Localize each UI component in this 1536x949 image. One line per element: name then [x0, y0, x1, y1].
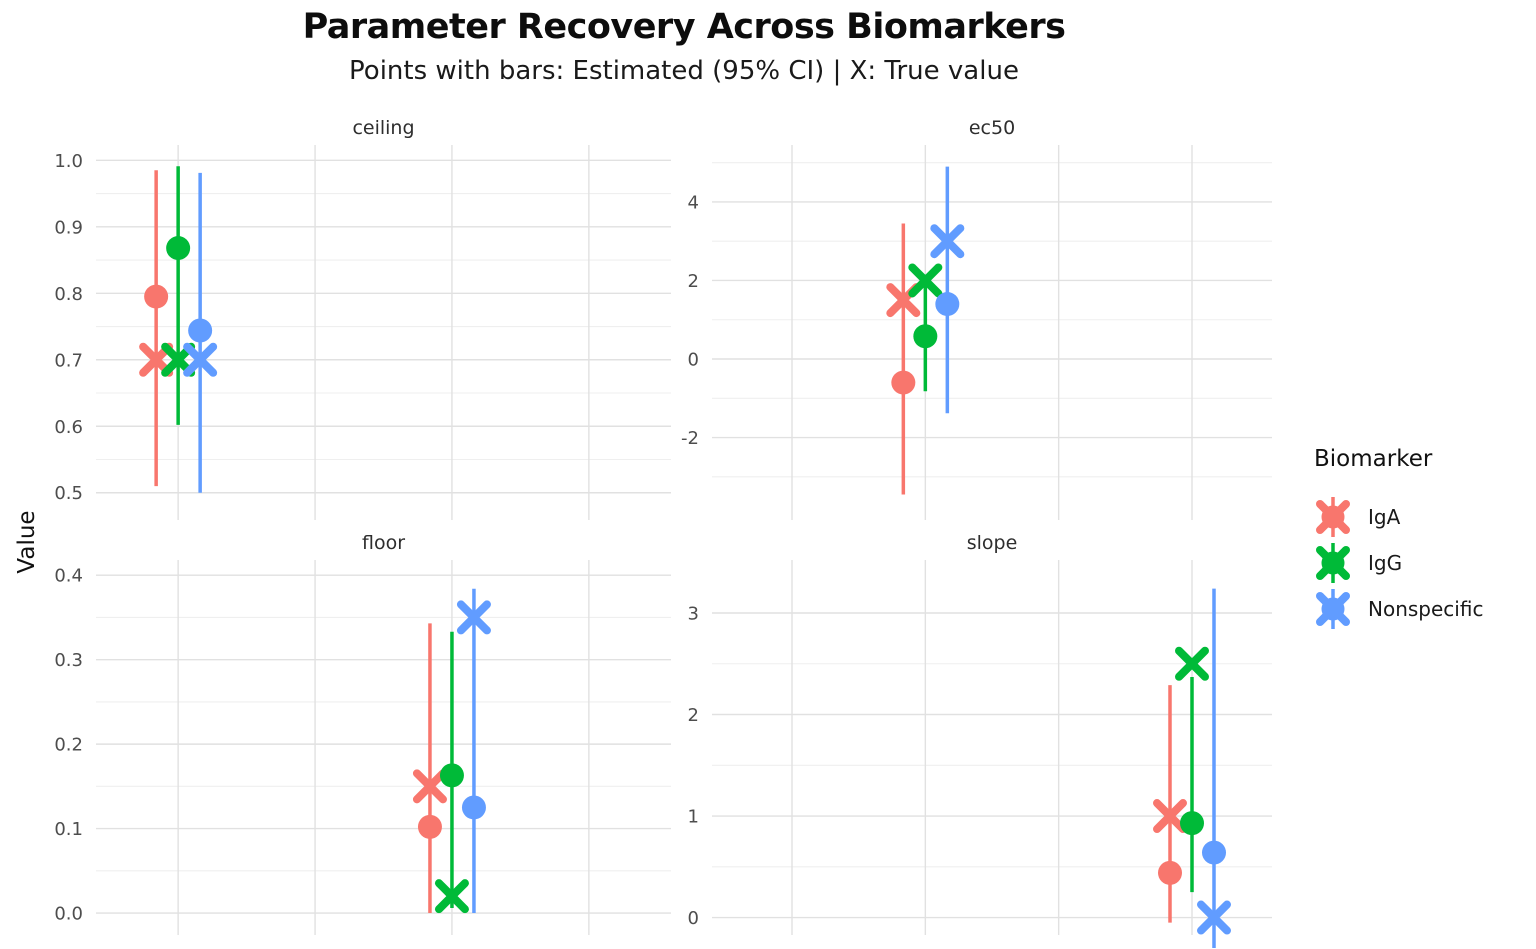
legend-items: IgA IgG Nonspecific: [1306, 494, 1483, 632]
y-tick-label: 0.0: [54, 904, 83, 925]
legend-item-Nonspecific: Nonspecific: [1306, 586, 1483, 632]
y-tick-label: 0.6: [54, 417, 83, 438]
pointrange-ceiling-IgA: [139, 170, 174, 487]
estimate-point: [1202, 840, 1226, 865]
estimate-point: [188, 318, 213, 343]
legend-key-glyph-IgA: [1316, 497, 1350, 537]
pointrange-floor-Nonspecific: [456, 588, 491, 914]
y-tick-label: 0.1: [54, 819, 83, 840]
pointrange-floor-IgA: [412, 623, 447, 914]
facet-panel-ec50: 4 2 0 -2 ec50: [681, 117, 1272, 520]
facet-panel-floor: 0.4 0.3 0.2 0.1 0.0 floor: [54, 532, 671, 935]
chart-subtitle: Points with bars: Estimated (95% CI) | X…: [349, 56, 1019, 86]
pointrange-slope-Nonspecific: [1197, 588, 1231, 948]
strip-label-floor: floor: [362, 532, 405, 554]
y-tick-label: 0: [688, 908, 699, 929]
legend-title: Biomarker: [1314, 446, 1433, 472]
y-tick-label: 1: [688, 807, 699, 828]
pointrange-floor-IgG: [434, 631, 469, 914]
y-tick-label: -2: [681, 428, 699, 449]
y-tick-label: 1.0: [54, 151, 83, 172]
legend-key-shape: [1321, 551, 1345, 575]
estimate-point: [935, 292, 960, 317]
strip-label-slope: slope: [967, 532, 1018, 554]
legend-key-glyph-IgG: [1316, 543, 1350, 583]
estimate-point: [891, 370, 916, 395]
true-value-x-marker: [908, 263, 943, 298]
strip-label-ec50: ec50: [969, 117, 1015, 139]
estimate-point: [417, 814, 442, 839]
estimate-point: [1158, 860, 1182, 885]
facet-panel-ceiling: 1.0 0.9 0.8 0.7 0.6 0.5 ceiling: [54, 117, 671, 520]
y-tick-label: 0.2: [54, 735, 83, 756]
y-tick-label: 3: [688, 603, 699, 624]
pointrange-ceiling-IgG: [161, 166, 196, 425]
true-value-x-marker: [434, 879, 469, 914]
y-tick-label: 0.3: [54, 650, 83, 671]
legend-label-IgG: IgG: [1368, 551, 1403, 575]
legend-label-IgA: IgA: [1368, 505, 1401, 529]
true-value-x-marker: [1153, 799, 1187, 834]
legend-item-IgA: IgA: [1306, 494, 1483, 540]
pointrange-slope-IgG: [1175, 646, 1209, 893]
y-tick-label: 2: [688, 271, 699, 292]
y-tick-label: 0.5: [54, 483, 83, 504]
estimate-point: [1180, 811, 1204, 836]
true-value-x-marker: [930, 224, 965, 259]
legend-key-shape: [1321, 505, 1345, 529]
legend-key-shape: [1321, 597, 1345, 621]
y-tick-label: 0: [688, 350, 699, 371]
strip-label-ceiling: ceiling: [352, 117, 414, 139]
y-tick-label: 0.8: [54, 284, 83, 305]
pointrange-ec50-IgG: [908, 263, 943, 392]
legend-item-IgG: IgG: [1306, 540, 1483, 586]
estimate-point: [144, 284, 169, 309]
legend: Biomarker IgA IgG Nonspecific: [1306, 446, 1483, 632]
y-tick-label: 0.9: [54, 217, 83, 238]
chart-title: Parameter Recovery Across Biomarkers: [302, 7, 1066, 47]
pointrange-ec50-Nonspecific: [930, 166, 965, 414]
estimate-point: [439, 763, 464, 788]
y-tick-label: 2: [688, 705, 699, 726]
true-value-x-marker: [1197, 900, 1231, 935]
true-value-x-marker: [1175, 646, 1209, 681]
legend-key-glyph-Nonspecific: [1316, 589, 1350, 629]
pointrange-slope-IgA: [1153, 685, 1187, 923]
true-value-x-marker: [183, 342, 218, 377]
y-tick-label: 0.4: [54, 566, 83, 587]
estimate-point: [461, 795, 486, 820]
estimate-point: [166, 236, 191, 261]
facet-panel-slope: 3 2 1 0 slope: [688, 532, 1272, 948]
y-tick-label: 4: [688, 192, 699, 213]
estimate-point: [913, 324, 938, 349]
y-tick-label: 0.7: [54, 350, 83, 371]
true-value-x-marker: [412, 769, 447, 804]
legend-label-Nonspecific: Nonspecific: [1368, 597, 1484, 621]
true-value-x-marker: [456, 600, 491, 635]
pointrange-ceiling-Nonspecific: [183, 172, 218, 493]
